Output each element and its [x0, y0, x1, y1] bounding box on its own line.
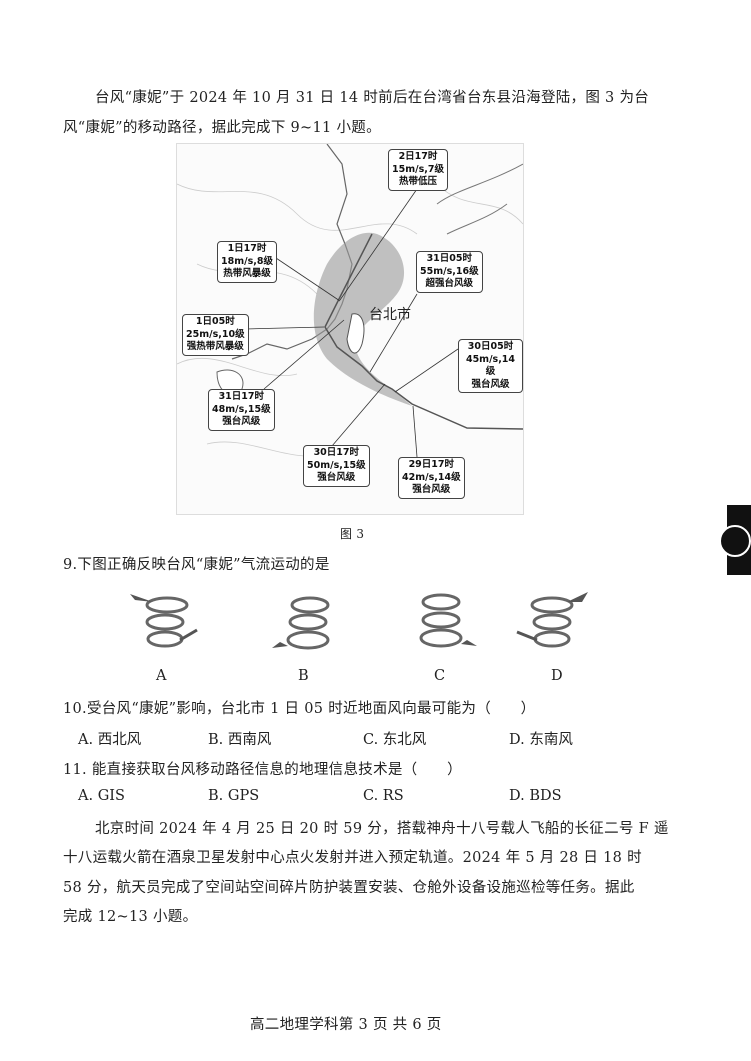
q9-option-c[interactable]: C: [434, 668, 446, 684]
q10-stem: 10.受台风“康妮”影响，台北市 1 日 05 时近地面风向最可能为（ ）: [63, 701, 536, 717]
q11-option-b[interactable]: B. GPS: [208, 788, 260, 804]
q11-stem: 11. 能直接获取台风移动路径信息的地理信息技术是（ ）: [63, 762, 462, 778]
passage2-line-2: 十八运载火箭在酒泉卫星发射中心点火发射并进入预定轨道。2024 年 5 月 28…: [63, 850, 642, 866]
binding-margin-mark: [719, 505, 751, 575]
q9-option-a[interactable]: A: [156, 668, 167, 684]
q10-option-d[interactable]: D. 东南风: [509, 732, 573, 748]
airflow-diagram-d: [516, 592, 588, 648]
intro-line-1: 台风“康妮”于 2024 年 10 月 31 日 14 时前后在台湾省台东县沿海…: [95, 90, 650, 106]
japan-coast: [436, 163, 523, 235]
q9-option-b[interactable]: B: [298, 668, 309, 684]
airflow-diagram-b: [272, 596, 330, 650]
q9-option-d[interactable]: D: [551, 668, 563, 684]
q11-option-a[interactable]: A. GIS: [78, 788, 125, 804]
q11-option-c[interactable]: C. RS: [363, 788, 404, 804]
figure-caption: 图 3: [340, 527, 365, 541]
q10-option-a[interactable]: A. 西北风: [78, 732, 142, 748]
q9-stem: 9.下图正确反映台风“康妮”气流运动的是: [63, 557, 330, 573]
passage2-line-3: 58 分，航天员完成了空间站空间碎片防护装置安装、仓舱外设备设施巡检等任务。据此: [63, 880, 635, 896]
map-graphic: [177, 144, 523, 458]
passage2-line-4: 完成 12~13 小题。: [63, 909, 198, 925]
track-line: [324, 233, 523, 430]
q10-option-c[interactable]: C. 东北风: [363, 732, 427, 748]
passage2-line-1: 北京时间 2024 年 4 月 25 日 20 时 59 分，搭载神舟十八号载人…: [95, 821, 669, 837]
airflow-diagram-c: [419, 593, 477, 648]
airflow-diagram-a: [130, 594, 198, 648]
q11-option-d[interactable]: D. BDS: [509, 788, 562, 804]
q10-option-b[interactable]: B. 西南风: [208, 732, 272, 748]
city-label-taipei: 台北市: [369, 307, 411, 323]
uncertainty-cone: [313, 232, 412, 406]
intro-line-2: 风“康妮”的移动路径，据此完成下 9~11 小题。: [63, 120, 381, 136]
taiwan-island: [346, 313, 365, 354]
binding-circle-icon: [719, 525, 751, 557]
leader-lines: [244, 188, 459, 458]
page-footer: 高二地理学科第 3 页 共 6 页: [250, 1017, 442, 1033]
